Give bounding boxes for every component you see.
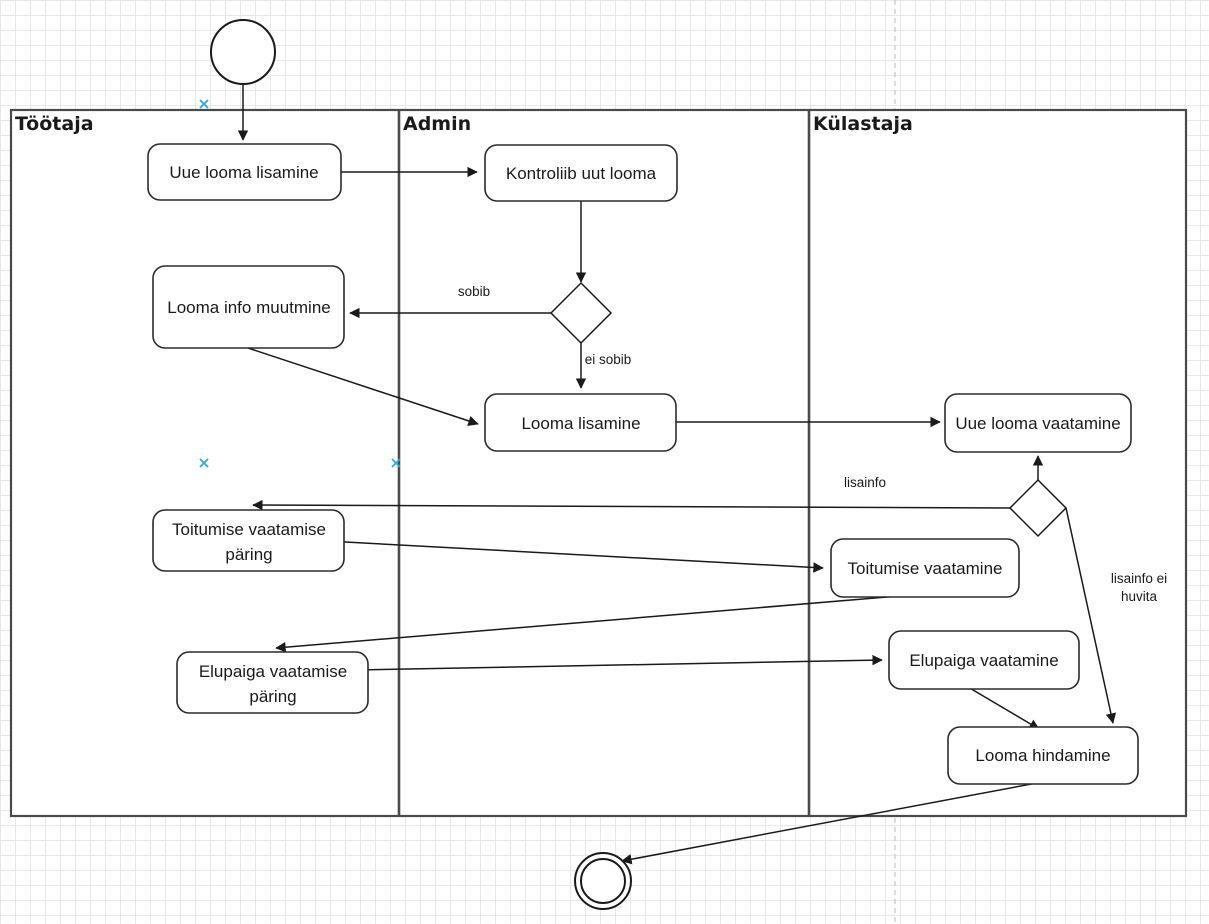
anchor-marker-icon-left xyxy=(199,458,209,468)
edge-label-sobib: sobib xyxy=(458,284,490,299)
edge-label-lisainfo: lisainfo xyxy=(844,475,886,490)
node-uue-looma-lisamine[interactable]: Uue looma lisamine xyxy=(147,143,342,201)
node-label-line1: Elupaiga vaatamise xyxy=(199,662,347,681)
node-label: Uue looma lisamine xyxy=(169,163,318,182)
node-label: Kontroliib uut looma xyxy=(506,164,657,183)
edge-looma-info-muutmine-to-looma-lisamine xyxy=(247,347,479,426)
anchor-marker-icon-top xyxy=(199,99,209,109)
initial-node[interactable] xyxy=(210,19,276,85)
lane-title-tootaja: Töötaja xyxy=(15,113,94,135)
edge-elupaiga-paring-to-elupaiga-vaatamine xyxy=(355,654,883,671)
node-rect xyxy=(152,265,345,349)
node-uue-looma-vaatamine[interactable]: Uue looma vaatamine xyxy=(944,393,1132,453)
node-rect xyxy=(484,144,678,202)
node-toitumise-vaatamine[interactable]: Toitumise vaatamine xyxy=(830,538,1020,598)
lane-title-kulastaja: Külastaja xyxy=(813,113,913,135)
node-rect xyxy=(147,143,342,201)
edge-toitumise-vaatamine-to-elupaiga-paring xyxy=(275,593,924,653)
decision-sobib[interactable] xyxy=(549,281,613,345)
final-node-inner xyxy=(580,858,626,904)
edge-decision-lisainfo-to-looma-hindamine xyxy=(1065,507,1117,724)
node-kontrollib-uut-looma[interactable]: Kontroliib uut looma xyxy=(484,144,678,202)
edge-looma-hindamine-to-end xyxy=(621,781,1043,865)
anchor-marker-icon-mid xyxy=(391,458,401,468)
node-rect xyxy=(888,630,1080,690)
lane-title-admin: Admin xyxy=(403,113,471,135)
node-looma-info-muutmine[interactable]: Looma info muutmine xyxy=(152,265,345,349)
node-label: Looma lisamine xyxy=(521,414,640,433)
node-rect xyxy=(484,393,677,452)
node-rect xyxy=(944,393,1132,453)
node-looma-hindamine[interactable]: Looma hindamine xyxy=(947,726,1139,785)
node-toitumise-vaatamise-paring[interactable]: Toitumise vaatamise päring xyxy=(152,509,345,572)
node-looma-lisamine[interactable]: Looma lisamine xyxy=(484,393,677,452)
node-label-line1: Toitumise vaatamise xyxy=(172,520,326,539)
node-elupaiga-vaatamise-paring[interactable]: Elupaiga vaatamise päring xyxy=(176,651,369,714)
edge-toitumise-paring-to-toitumise-vaatamine xyxy=(326,540,824,573)
node-label: Looma hindamine xyxy=(975,746,1110,765)
node-label: Toitumise vaatamine xyxy=(848,559,1003,578)
node-elupaiga-vaatamine[interactable]: Elupaiga vaatamine xyxy=(888,630,1080,690)
edge-label-ei-sobib: ei sobib xyxy=(585,352,632,367)
decision-lisainfo[interactable] xyxy=(1008,478,1068,538)
node-rect xyxy=(947,726,1139,785)
node-rect xyxy=(176,651,369,714)
node-label: Uue looma vaatamine xyxy=(955,414,1120,433)
edge-decision-lisainfo-to-toitumise-paring xyxy=(252,499,1011,511)
edge-elupaiga-vaatamine-to-looma-hindamine xyxy=(967,686,1040,730)
node-label-line2: päring xyxy=(249,687,296,706)
node-rect xyxy=(152,509,345,572)
node-label: Elupaiga vaatamine xyxy=(909,651,1058,670)
node-rect xyxy=(830,538,1020,598)
node-label-line2: päring xyxy=(225,545,272,564)
node-label: Looma info muutmine xyxy=(167,298,330,317)
edge-label-lisainfo-ei-huvita-2: huvita xyxy=(1121,589,1158,604)
edge-label-lisainfo-ei-huvita-1: lisainfo ei xyxy=(1111,571,1167,586)
